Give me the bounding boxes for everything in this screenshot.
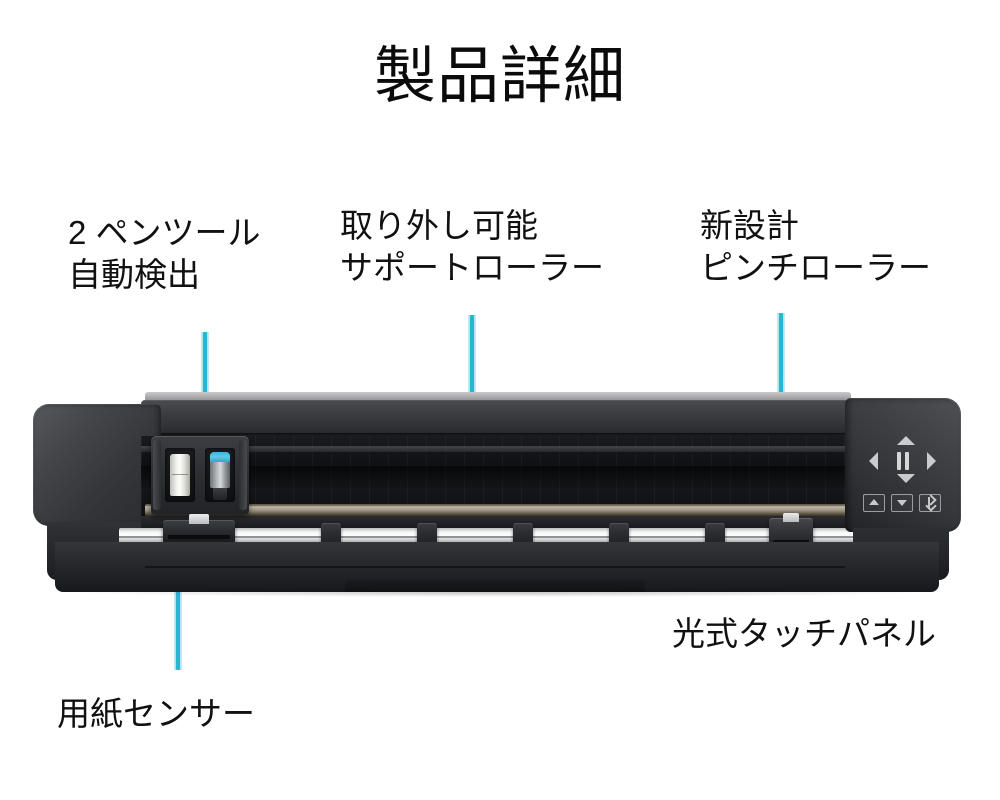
- dpad-up-icon[interactable]: [897, 436, 915, 445]
- device-front-base: [55, 542, 939, 592]
- blade-holder-cap: [210, 452, 230, 463]
- removable-support-roller-bar: [145, 504, 853, 516]
- callout-label-paper-sensor: 用紙センサー: [57, 695, 255, 732]
- paper-sensor: [189, 514, 209, 524]
- cavity-upper-rail: [141, 446, 857, 452]
- dpad-left-icon[interactable]: [869, 452, 878, 470]
- device-left-end-cap: [33, 404, 161, 526]
- device-top-seam: [143, 433, 855, 436]
- device-right-end-cap: [845, 398, 961, 532]
- pinch-roller-tab: [783, 513, 799, 522]
- callout-label-optical-touch-panel: 光式タッチパネル: [672, 615, 936, 652]
- callout-label-removable-support-roller: 取り外し可能 サポートローラー: [340, 207, 604, 287]
- support-roller-highlight: [145, 506, 853, 508]
- page-title: 製品詳細: [373, 42, 626, 111]
- grit-rail-groove: [119, 536, 879, 538]
- grit-rail: [119, 528, 879, 545]
- vinyl-cutting-plotter-device: [33, 392, 961, 597]
- carriage-shoe-slot: [168, 535, 230, 539]
- callout-label-2-pen-tool-auto-detect: 2 ペンツール 自動検出: [68, 214, 261, 294]
- chevron-up-icon: [869, 499, 879, 505]
- dpad-down-icon[interactable]: [897, 474, 915, 483]
- pen-cartridge: [170, 454, 190, 496]
- bluetooth-icon: [928, 497, 930, 509]
- panel-button-row: [863, 494, 947, 514]
- carriage-arm-left: [153, 440, 161, 510]
- carriage-body: [151, 436, 249, 514]
- leader-line-paper-sensor: [174, 530, 182, 670]
- base-seam: [145, 566, 845, 568]
- blade-holder-body: [210, 462, 230, 488]
- base-notch: [345, 580, 645, 592]
- pen-holder-right: [205, 448, 235, 502]
- device-top-cover: [141, 400, 857, 436]
- chevron-down-icon: [897, 500, 907, 506]
- dpad-control[interactable]: [869, 436, 937, 484]
- pause-icon[interactable]: [897, 452, 909, 470]
- sheet-up-button[interactable]: [863, 494, 885, 512]
- bluetooth-button[interactable]: [919, 494, 941, 512]
- dpad-right-icon[interactable]: [927, 452, 936, 470]
- tool-carriage: [151, 436, 249, 544]
- callout-label-new-design-pinch-roller: 新設計 ピンチローラー: [700, 207, 931, 287]
- optical-touch-panel[interactable]: [851, 432, 955, 528]
- blade-holder-nose: [213, 488, 227, 500]
- cavity-shadow: [141, 466, 857, 488]
- device-ground-shadow: [73, 588, 921, 597]
- carriage-shoe: [163, 514, 235, 544]
- sheet-down-button[interactable]: [891, 494, 913, 512]
- carriage-arm-right: [239, 440, 247, 510]
- pen-holder-left: [165, 448, 195, 502]
